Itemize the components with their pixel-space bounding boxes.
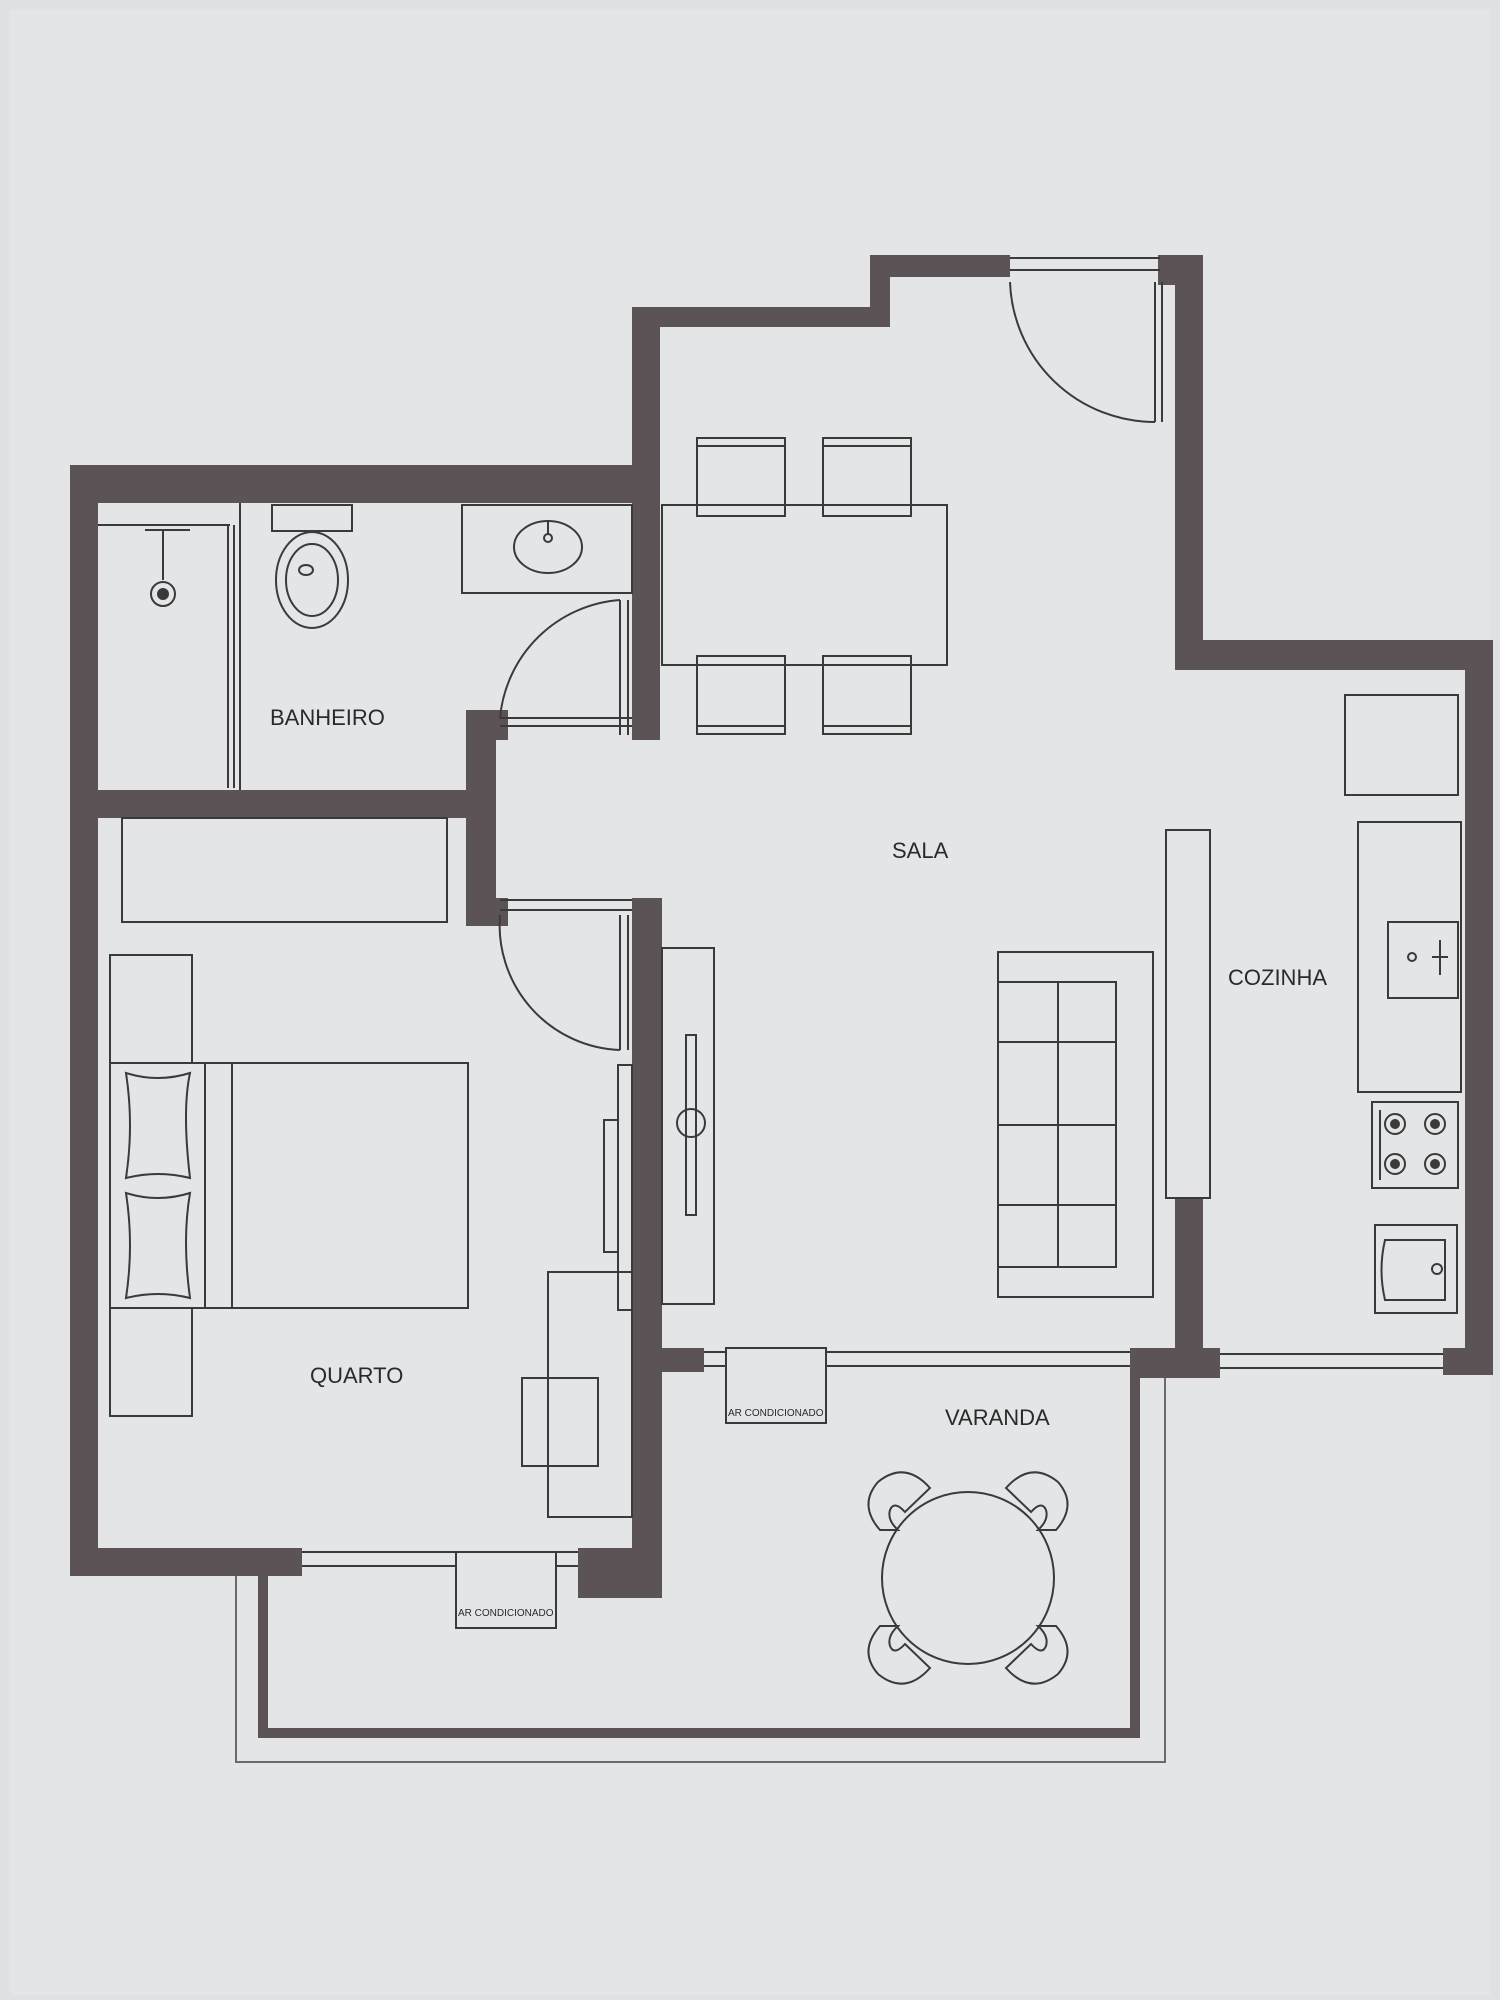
tv-stand <box>661 947 715 1305</box>
sofa <box>997 951 1154 1298</box>
laundry-sink <box>1374 1224 1458 1314</box>
bathroom-sink <box>461 504 633 594</box>
worktop <box>1357 821 1462 1093</box>
room-label-varanda: VARANDA <box>945 1405 1050 1430</box>
chair <box>822 655 912 735</box>
room-label-banheiro: BANHEIRO <box>270 705 385 730</box>
doors <box>498 281 1163 1051</box>
furniture <box>98 437 1462 1685</box>
ac-label-quarto: AR CONDICIONADO <box>458 1608 554 1619</box>
toilet <box>239 503 353 790</box>
chair <box>696 437 786 517</box>
stove <box>1371 1101 1459 1189</box>
fridge <box>1344 694 1459 796</box>
bathroom-door <box>499 599 632 735</box>
dining-set <box>661 437 948 735</box>
varanda-outline <box>235 1378 1166 1763</box>
entrance-door <box>1009 281 1163 423</box>
varanda-table-set <box>867 1471 1069 1685</box>
kitchen-counter <box>1165 829 1211 1199</box>
walls <box>70 255 1493 1738</box>
ac-unit-quarto-box <box>455 1551 557 1629</box>
bedroom-door <box>498 899 632 1051</box>
chair <box>822 437 912 517</box>
room-label-cozinha: COZINHA <box>1228 965 1327 990</box>
kitchen-sink <box>1387 921 1459 999</box>
chair <box>696 655 786 735</box>
bedroom-desk <box>521 1271 633 1518</box>
room-label-quarto: QUARTO <box>310 1363 403 1388</box>
bed <box>109 1062 469 1309</box>
ac-unit-varanda-box <box>725 1347 827 1424</box>
shower <box>98 524 235 788</box>
room-label-sala: SALA <box>892 838 949 863</box>
ac-label-varanda: AR CONDICIONADO <box>728 1408 824 1419</box>
wardrobe <box>121 817 448 923</box>
